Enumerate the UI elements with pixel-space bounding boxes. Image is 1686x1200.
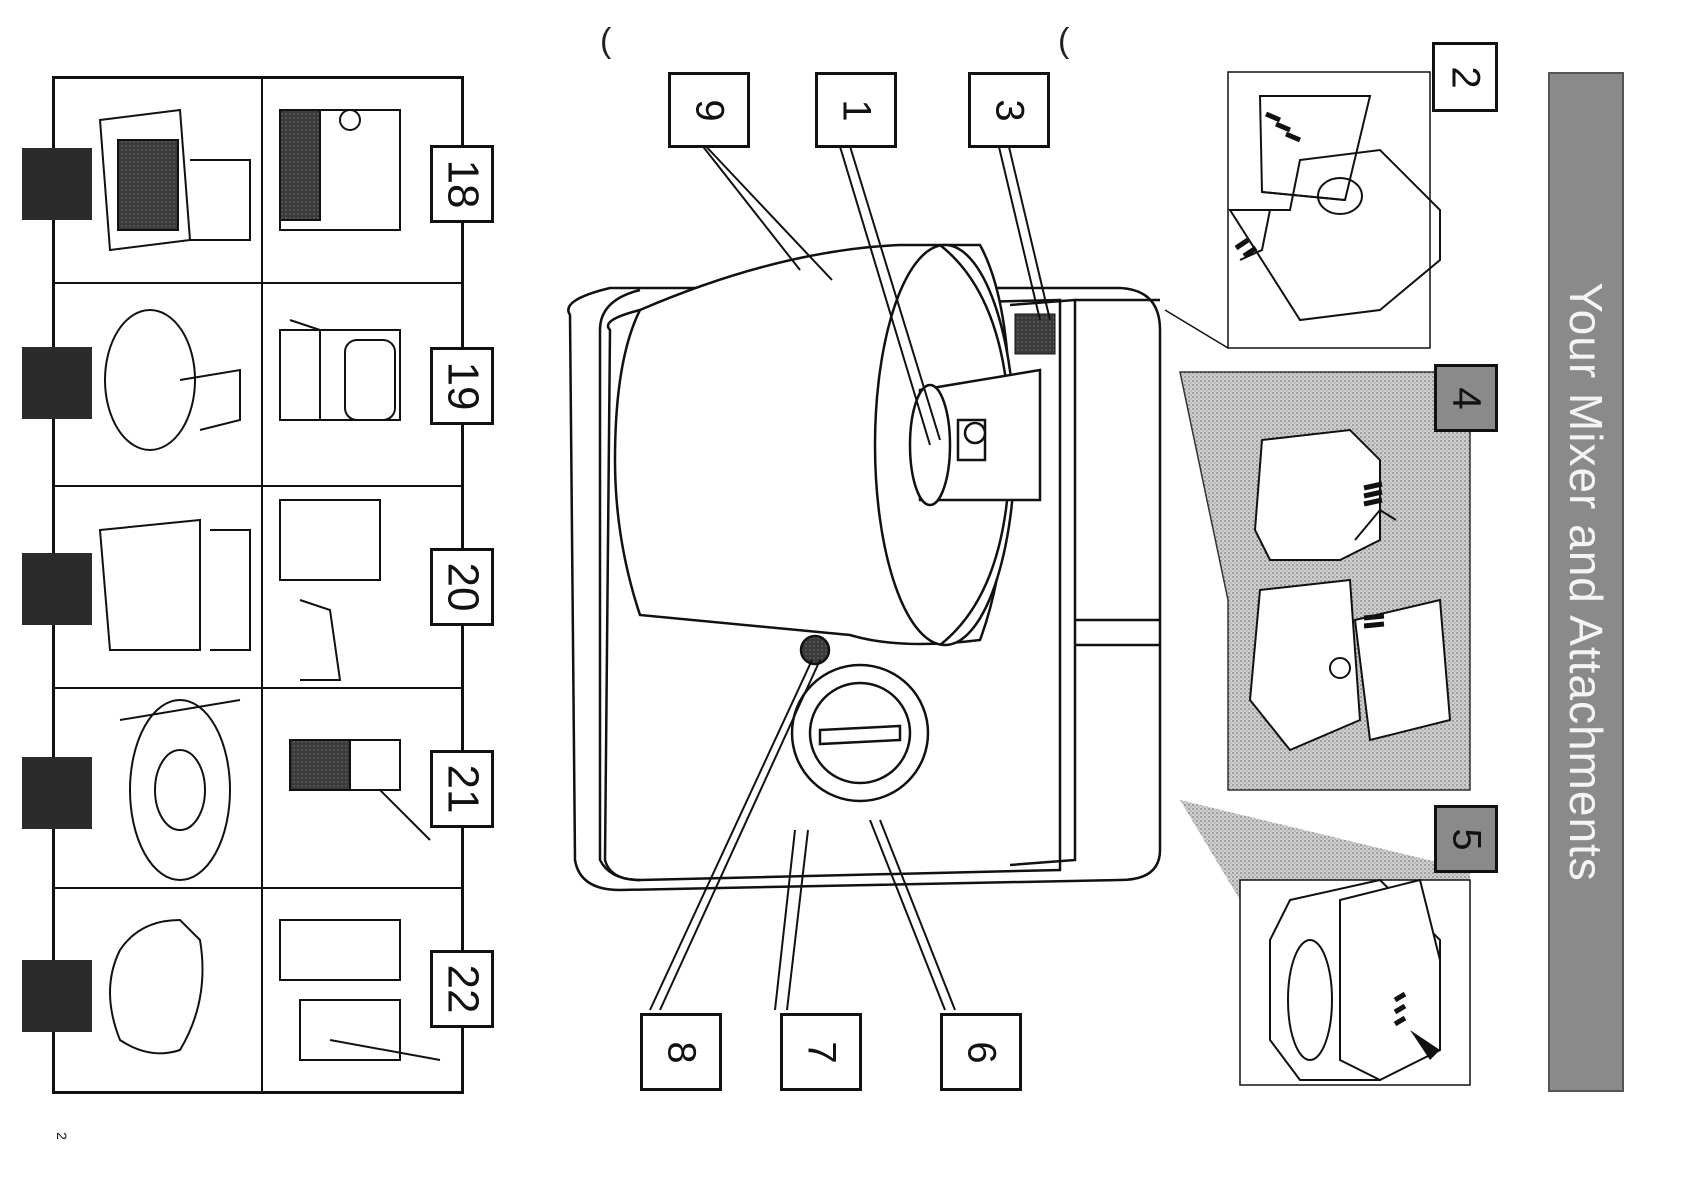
attachment-number-22: 22 [430,950,494,1028]
callout-9: 9 [668,72,750,148]
inset-label-5: 5 [1434,805,1498,873]
attachment-tab-4 [22,757,92,829]
inset-label-2: 2 [1432,42,1498,112]
attachment-grid [52,76,464,1094]
callout-1: 1 [815,72,897,148]
inset-5 [1180,800,1470,1085]
page-number: 2 [54,1132,70,1140]
attachment-tab-2 [22,347,92,419]
attachment-tab-1 [22,148,92,220]
attachment-number-18: 18 [430,145,494,223]
inset-2 [1165,72,1440,348]
attachment-number-21: 21 [430,750,494,828]
callout-7: 7 [780,1013,862,1091]
inset-4 [1180,372,1470,790]
inset-label-4: 4 [1434,364,1498,432]
callout-8: 8 [640,1013,722,1091]
attachment-number-19: 19 [430,347,494,425]
attachment-number-20: 20 [430,548,494,626]
mixer-body [568,245,1160,890]
callout-6: 6 [940,1013,1022,1091]
callout-3: 3 [968,72,1050,148]
attachment-tab-5 [22,960,92,1032]
attachment-tab-3 [22,553,92,625]
